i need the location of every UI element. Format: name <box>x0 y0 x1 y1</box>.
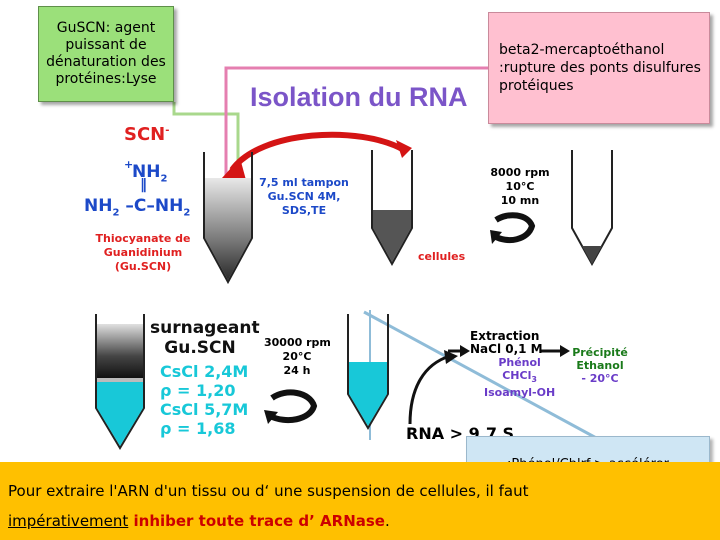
cscl-layers: CsCl 2,4M ρ = 1,20 CsCl 5,7M ρ = 1,68 <box>160 362 249 438</box>
summary-panel: Pour extraire l'ARN d'un tissu ou d‘ une… <box>0 462 720 540</box>
cells-label: cellules <box>418 250 466 263</box>
supernatant-label: surnageant Gu.SCN <box>150 318 260 358</box>
nh2-top: NH2 <box>132 162 168 185</box>
summary-period: . <box>384 512 390 530</box>
buffer-label: 7,5 ml tampon Gu.SCN 4M, SDS,TE <box>259 176 349 217</box>
tube-lysis <box>203 152 253 285</box>
centrifuge-params-2: 30000 rpm 20°C 24 h <box>264 336 331 377</box>
guanidine-chain: NH2 –C–NH2 <box>84 196 191 219</box>
tube-gradient <box>95 314 145 450</box>
summary-emphasis: impérativement <box>8 512 129 530</box>
tube-rna-pellet <box>347 314 389 430</box>
precipitation-label: Précipité Ethanol - 20°C <box>572 346 628 385</box>
guscn-callout: GuSCN: agent puissant de dénaturation de… <box>38 6 174 102</box>
centrifuge-arrow-top <box>490 212 536 244</box>
plus-charge: + <box>124 158 134 171</box>
mercaptoethanol-callout: beta2-mercaptoéthanol :rupture des ponts… <box>488 12 710 124</box>
curved-arrow-extraction <box>408 350 458 425</box>
blue-connector <box>363 310 601 442</box>
diagram-title: Isolation du RNA <box>250 82 468 112</box>
pink-connector <box>224 66 488 200</box>
scn-label: SCN- <box>124 124 170 145</box>
extraction-label: Extraction NaCl 0,1 M <box>470 329 543 356</box>
double-bond: ‖ <box>140 177 147 193</box>
centrifuge-arrow-bottom <box>264 389 318 424</box>
summary-warning: inhiber toute trace d’ ARNase <box>128 512 385 530</box>
solvents-label: Phénol CHCl3 Isoamyl-OH <box>484 356 556 400</box>
centrifuge-params-1: 8000 rpm 10°C 10 mn <box>490 166 550 207</box>
compound-name: Thiocyanate de Guanidinium (Gu.SCN) <box>95 232 191 273</box>
arrow-to-ethanol <box>540 345 570 357</box>
arrow-extraction <box>448 345 470 357</box>
green-connector <box>172 102 240 200</box>
summary-text-1: Pour extraire l'ARN d'un tissu ou d‘ une… <box>8 482 529 500</box>
transfer-arrow <box>229 131 406 172</box>
tube-cells <box>371 150 413 267</box>
tube-pellet <box>571 150 613 267</box>
